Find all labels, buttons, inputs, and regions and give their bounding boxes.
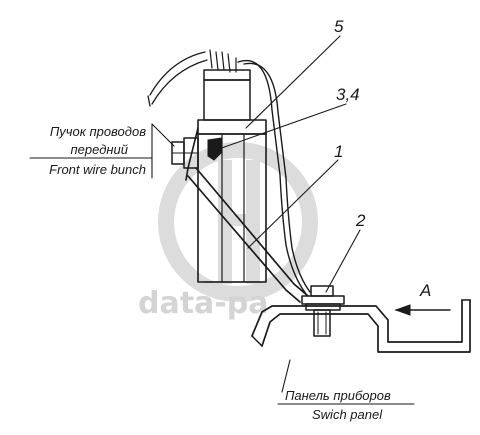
caption-panel-en: Swich panel xyxy=(312,407,383,422)
switch-block xyxy=(197,69,267,283)
panel-caption: Панель приборов Swich panel xyxy=(277,388,415,422)
leader-5 xyxy=(245,35,341,129)
callout-2: 2 xyxy=(355,211,366,230)
side-clamp xyxy=(171,127,223,181)
watermark-ring xyxy=(158,142,318,302)
callout-5: 5 xyxy=(334,17,344,36)
bracket-1 xyxy=(187,167,309,303)
wire-bunch xyxy=(147,49,311,295)
caption-panel-ru: Панель приборов xyxy=(285,388,391,403)
leader-panel xyxy=(281,359,291,393)
bolt-assembly xyxy=(301,285,345,337)
caption-front-ru-2: передний xyxy=(71,142,129,157)
callout-1: 1 xyxy=(334,142,343,161)
leader-2 xyxy=(325,229,361,293)
callout-3-4: 3,4 xyxy=(336,85,360,104)
leader-front-bunch xyxy=(151,123,175,147)
callout-a: A xyxy=(419,281,431,300)
leader-lines xyxy=(151,35,361,393)
watermark: data-pa xyxy=(138,142,318,321)
caption-front-en: Front wire bunch xyxy=(49,162,146,177)
view-arrow-a: A xyxy=(394,281,451,316)
front-wire-bunch-caption: Пучок проводов передний Front wire bunch xyxy=(29,124,153,177)
watermark-text: data-pa xyxy=(138,286,268,321)
caption-front-ru-1: Пучок проводов xyxy=(50,124,146,139)
leader-1 xyxy=(247,159,339,249)
instrument-panel xyxy=(251,299,471,353)
leader-3-4 xyxy=(215,103,347,151)
